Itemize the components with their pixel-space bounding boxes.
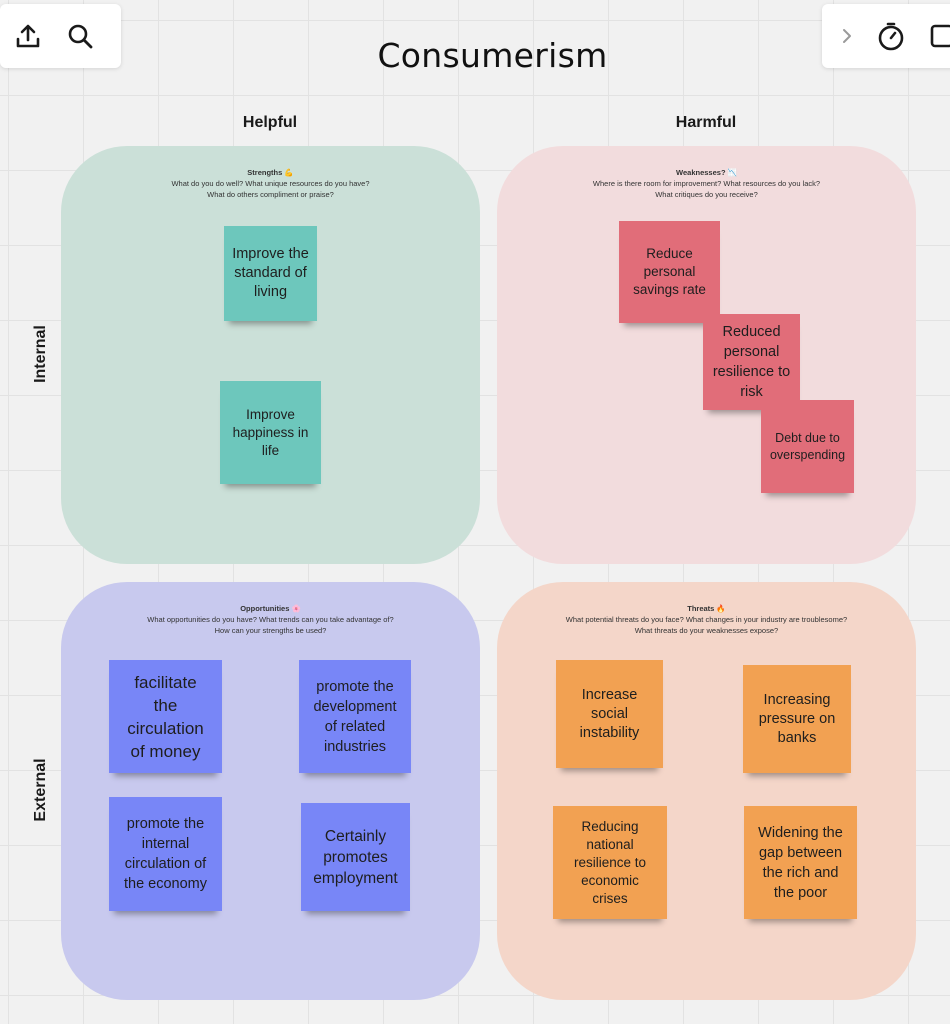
row-header-internal: Internal (32, 325, 49, 383)
sticky-note[interactable]: promote the internal circulation of the … (109, 797, 222, 911)
upload-icon[interactable] (14, 22, 42, 50)
weaknesses-header: Weaknesses? 📉 Where is there room for im… (497, 167, 916, 200)
sticky-note[interactable]: Certainly promotes employment (301, 803, 410, 911)
weaknesses-prompt-2: What critiques do you receive? (655, 190, 758, 199)
sticky-note[interactable]: Debt due to overspending (761, 400, 854, 493)
left-toolbar (0, 4, 121, 68)
threats-prompt-2: What threats do your weaknesses expose? (634, 626, 779, 635)
opportunities-quadrant[interactable]: Opportunities 🌸 What opportunities do yo… (61, 582, 480, 1000)
timer-icon[interactable] (876, 21, 906, 51)
strengths-header: Strengths 💪 What do you do well? What un… (61, 167, 480, 200)
sticky-note[interactable]: Increase social instability (556, 660, 663, 768)
threats-quadrant[interactable]: Threats 🔥 What potential threats do you … (497, 582, 916, 1000)
strengths-prompt-2: What do others compliment or praise? (207, 190, 334, 199)
sticky-note[interactable]: promote the development of related indus… (299, 660, 411, 773)
frame-icon[interactable] (928, 22, 950, 50)
weaknesses-prompt-1: Where is there room for improvement? Wha… (592, 179, 821, 188)
board-title[interactable]: Consumerism (377, 36, 608, 75)
sticky-note[interactable]: Reduce personal savings rate (619, 221, 720, 323)
sticky-note[interactable]: Widening the gap between the rich and th… (744, 806, 857, 919)
sticky-note[interactable]: Reducing national resilience to economic… (553, 806, 667, 919)
column-header-harmful: Harmful (675, 114, 737, 131)
sticky-note[interactable]: facilitate the circulation of money (109, 660, 222, 773)
threats-header: Threats 🔥 What potential threats do you … (497, 603, 916, 636)
sticky-note[interactable]: Reduced personal resilience to risk (703, 314, 800, 410)
opportunities-prompt-2: How can your strengths be used? (214, 626, 327, 635)
column-header-helpful: Helpful (242, 114, 298, 131)
threats-prompt-1: What potential threats do you face? What… (565, 615, 848, 624)
search-icon[interactable] (66, 22, 94, 50)
opportunities-header: Opportunities 🌸 What opportunities do yo… (61, 603, 480, 636)
sticky-note[interactable]: Increasing pressure on banks (743, 665, 851, 773)
threats-title: Threats 🔥 (687, 604, 726, 613)
sticky-note[interactable]: Improve happiness in life (220, 381, 321, 484)
strengths-title: Strengths 💪 (247, 168, 294, 177)
sticky-note[interactable]: Improve the standard of living (224, 226, 317, 321)
strengths-prompt-1: What do you do well? What unique resourc… (171, 179, 370, 188)
strengths-quadrant[interactable]: Strengths 💪 What do you do well? What un… (61, 146, 480, 564)
chevron-right-icon[interactable] (840, 26, 854, 46)
row-header-external: External (32, 758, 49, 822)
weaknesses-title: Weaknesses? 📉 (676, 168, 737, 177)
opportunities-prompt-1: What opportunities do you have? What tre… (147, 615, 394, 624)
opportunities-title: Opportunities 🌸 (240, 604, 301, 613)
right-toolbar (822, 4, 950, 68)
